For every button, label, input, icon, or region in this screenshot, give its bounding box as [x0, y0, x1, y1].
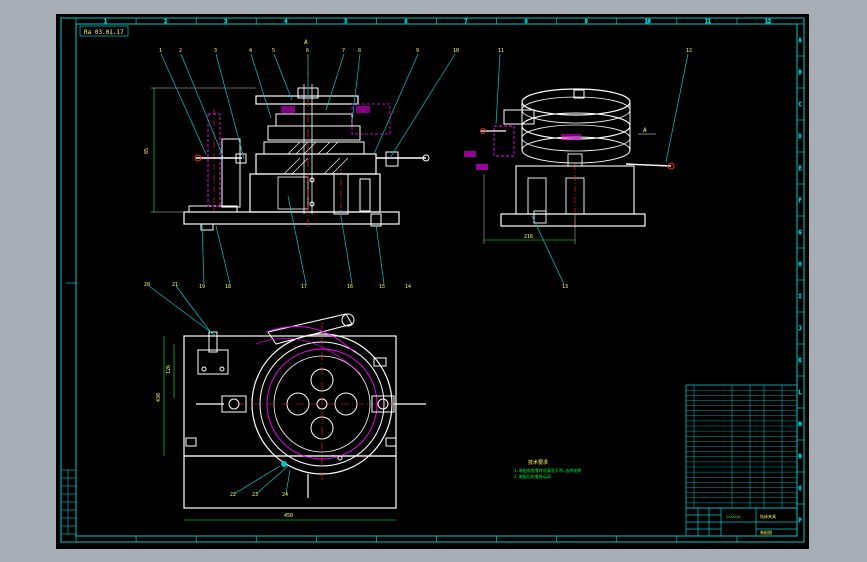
zone-letter-right: N	[799, 454, 802, 460]
dim-front-height: 85	[144, 148, 150, 154]
dim-side-width: 216	[524, 234, 533, 240]
zone-letter-right: A	[799, 38, 802, 44]
title-tag-box	[79, 25, 129, 37]
zone-number-top: 2	[164, 19, 167, 25]
tech-req-line1: 1.装配前各零件须清洗干净,去除毛刺	[514, 467, 581, 473]
dim-plan-width: 450	[284, 513, 293, 519]
title-block-name: 钻床夹具	[760, 513, 776, 519]
tech-req-title: 技术要求	[528, 459, 548, 466]
callouts-plan: 20 21 22 23 24	[144, 282, 288, 498]
view-label-side: A	[643, 127, 647, 134]
callouts-front: 1 2 3 4 5 6 7 8 9 10	[159, 48, 459, 54]
zone-number-top: 12	[765, 19, 771, 25]
callout-label: 12	[686, 48, 692, 54]
zone-letter-right: C	[799, 102, 802, 108]
zone-number-top: 7	[465, 19, 468, 25]
dim-plan-height-inner: 126	[166, 365, 172, 374]
callout-label: 23	[252, 492, 258, 498]
title-block	[685, 507, 798, 537]
sheet-outer-border	[60, 17, 805, 543]
callout-label: 16	[347, 284, 353, 290]
callout-label: 2	[179, 48, 182, 54]
zone-letter-right: G	[799, 230, 802, 236]
view-label-top: A	[304, 39, 308, 46]
callout-label: 24	[282, 492, 288, 498]
zone-number-top: 4	[284, 19, 287, 25]
callout-label: 11	[498, 48, 504, 54]
callout-label: 7	[342, 48, 345, 54]
callout-label: 1	[159, 48, 162, 54]
zone-letter-right: K	[799, 358, 802, 364]
callout-label: 20	[144, 282, 150, 288]
zone-number-top: 9	[585, 19, 588, 25]
callout-label: 19	[199, 284, 205, 290]
left-stamp-table	[60, 469, 77, 535]
zone-number-top: 6	[404, 19, 407, 25]
dim-plan-height-outer: 430	[156, 393, 162, 402]
plan-view: 430 126 450	[156, 313, 426, 521]
leader-lines	[148, 53, 689, 495]
callouts-bottom: 19 18 17 16 15 14 13	[199, 284, 568, 290]
callout-label: 8	[358, 48, 361, 54]
zone-letter-right: I	[799, 294, 802, 300]
callout-label: 17	[301, 284, 307, 290]
parts-list-table	[685, 384, 798, 509]
title-block-number: XXXXXXX	[726, 515, 742, 519]
callout-label: 13	[562, 284, 568, 290]
tech-req-line2: 2.装配后检查各运动	[514, 473, 551, 479]
zone-letter-right: L	[799, 390, 802, 396]
callout-label: 9	[416, 48, 419, 54]
callouts-side: 11 12	[498, 48, 692, 54]
callout-label: 10	[453, 48, 459, 54]
callout-label: 18	[225, 284, 231, 290]
callout-label: 21	[172, 282, 178, 288]
callout-label: 4	[249, 48, 252, 54]
zone-letter-right: F	[799, 198, 802, 204]
zone-number-top: 8	[525, 19, 528, 25]
zone-number-top: 1	[104, 19, 107, 25]
callout-label: 5	[272, 48, 275, 54]
title-block-sub: 装配图	[760, 529, 772, 535]
zone-number-top: 11	[705, 19, 711, 25]
callout-label: 6	[306, 48, 309, 54]
title-tag-text: Ra 03.01.17	[84, 29, 124, 36]
zone-letter-right: J	[799, 326, 802, 332]
zone-number-top: 5	[344, 19, 347, 25]
callout-label: 22	[230, 492, 236, 498]
zone-number-top: 3	[224, 19, 227, 25]
zone-letter-right: P	[799, 518, 802, 524]
zone-letter-right: O	[799, 486, 802, 492]
zone-number-top: 10	[645, 19, 651, 25]
callout-label: 15	[379, 284, 385, 290]
callout-label: 3	[214, 48, 217, 54]
zone-letter-right: B	[799, 70, 802, 76]
zone-letter-right: D	[799, 134, 802, 140]
right-zone-ruler: A B C D E F G H I J K L M N O P	[797, 23, 804, 524]
zone-letter-right: E	[799, 166, 802, 172]
callout-label: 14	[405, 284, 411, 290]
zone-letter-right: M	[799, 422, 802, 428]
zone-letter-right: H	[799, 262, 802, 268]
side-view: 216 A	[464, 88, 675, 244]
